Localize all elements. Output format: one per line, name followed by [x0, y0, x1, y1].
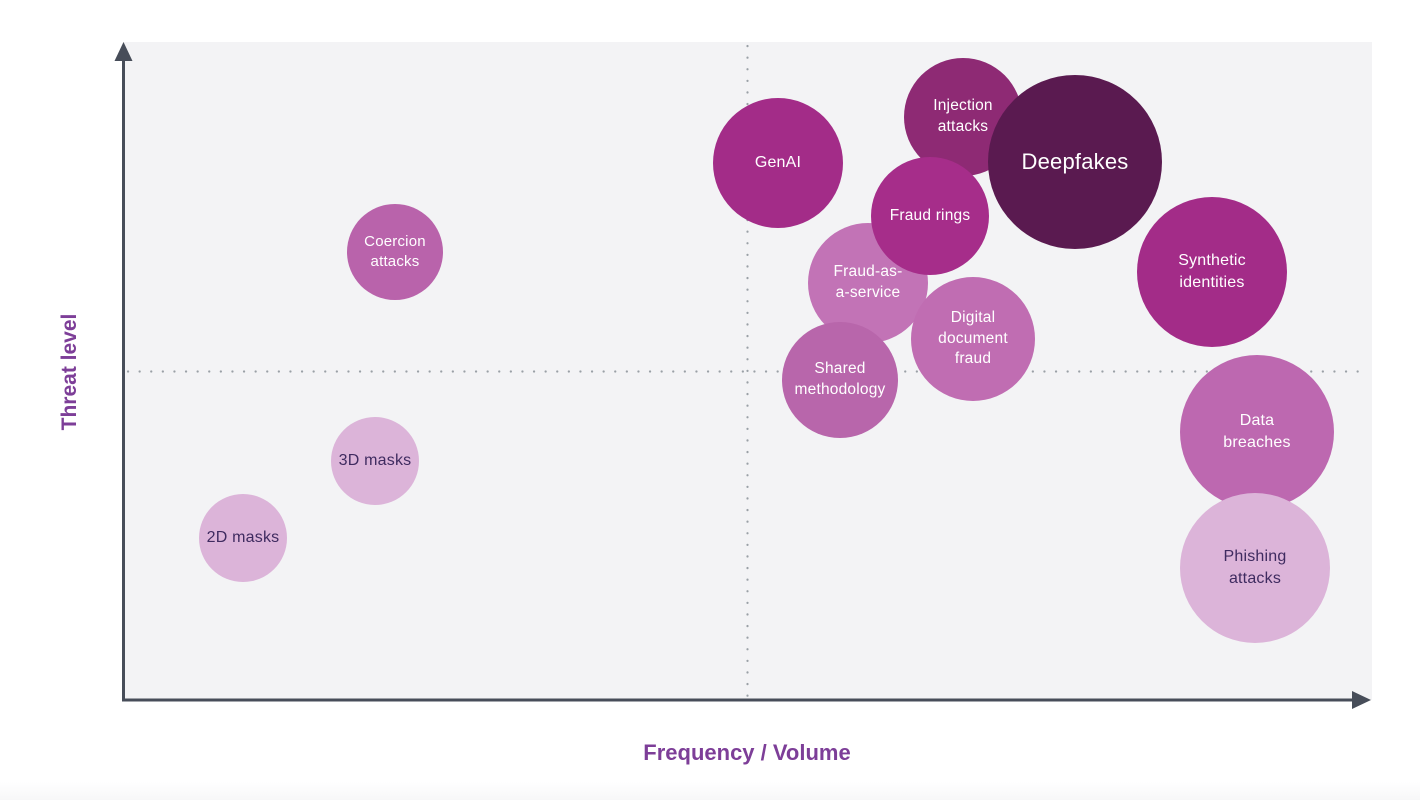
x-axis-label: Frequency / Volume [643, 740, 851, 765]
bubble-deepfakes: Deepfakes [988, 75, 1162, 249]
bubble-phishing-attacks: Phishing attacks [1180, 493, 1330, 643]
bubble-fraud-rings: Fraud rings [871, 157, 989, 275]
bubble-2d-masks: 2D masks [199, 494, 287, 582]
bubble-data-breaches: Data breaches [1180, 355, 1334, 509]
bubble-shared-methodology: Shared methodology [782, 322, 898, 438]
bottom-gradient-strip [0, 782, 1420, 800]
bubble-coercion-attacks: Coercion attacks [347, 204, 443, 300]
bubble-synthetic-identities: Synthetic identities [1137, 197, 1287, 347]
y-axis-arrow-icon [114, 42, 133, 61]
bubble-genai: GenAI [713, 98, 843, 228]
bubble-digital-document-fraud: Digital document fraud [911, 277, 1035, 401]
x-axis-arrow-icon [1352, 691, 1371, 709]
bubble-3d-masks: 3D masks [331, 417, 419, 505]
